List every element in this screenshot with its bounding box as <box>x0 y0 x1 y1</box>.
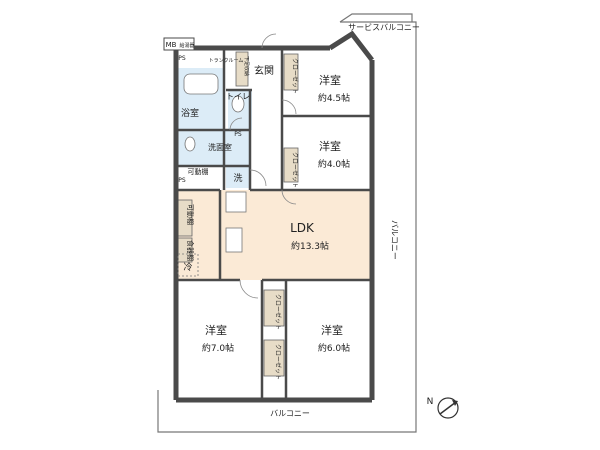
room-name-western-1: 洋室 <box>319 73 341 87</box>
closet-label-3: クローゼット <box>274 294 282 330</box>
fridge-label: 冷 <box>183 261 192 273</box>
trunk-room-label: トランクルーム <box>209 58 244 64</box>
ps-label-2: PS <box>234 131 242 138</box>
inner-walls <box>176 48 372 400</box>
shoe-box-label: 下足収納 <box>243 56 250 76</box>
closet-label-1: クローゼット <box>291 58 299 94</box>
toilet-fixture <box>231 95 245 113</box>
stove <box>225 191 247 213</box>
movable-shelf-label-1: 可動棚 <box>188 167 209 176</box>
room-size-western-4: 約6.0帖 <box>318 342 350 354</box>
closet-1 <box>283 53 299 91</box>
balcony-label: バルコニー <box>270 409 310 418</box>
room-size-western-3: 約7.0帖 <box>202 342 234 354</box>
room-size-ldk: 約13.3帖 <box>291 240 329 252</box>
closet-4 <box>263 339 285 377</box>
door-swings <box>229 33 297 299</box>
bathroom-label: 浴室 <box>181 107 199 119</box>
movable-shelf-label-2: 可動棚 <box>186 204 195 225</box>
mb-label: MB <box>166 41 177 49</box>
room-name-ldk: LDK <box>290 221 315 235</box>
closet-2 <box>283 147 299 183</box>
ps-label-1: PS <box>178 55 186 62</box>
balcony-side-label: バルコニー <box>390 220 399 260</box>
meter-label: 給湯器 <box>179 42 194 49</box>
compass-north-label: N <box>427 397 434 407</box>
sink <box>184 136 196 152</box>
service-balcony-label: サービスバルコニー <box>348 23 420 32</box>
entrance-label: 玄関 <box>254 64 274 77</box>
ps-label-3: PS <box>178 177 186 184</box>
room-size-western-1: 約4.5帖 <box>318 92 350 104</box>
balcony-outline <box>157 21 417 433</box>
washer-label: 洗 <box>233 172 242 184</box>
room-name-western-4: 洋室 <box>321 323 343 337</box>
toilet-label: トイレ <box>226 92 250 101</box>
fridge-space <box>177 253 199 277</box>
bathtub <box>183 73 219 95</box>
outer-walls <box>173 30 375 403</box>
compass-icon <box>437 397 459 419</box>
closet-3 <box>263 289 285 327</box>
shoe-box <box>235 51 249 87</box>
room-name-western-3: 洋室 <box>205 323 227 337</box>
washroom-label: 洗面室 <box>208 142 232 152</box>
room-name-western-2: 洋室 <box>319 139 341 153</box>
kitchen-sink <box>225 227 243 253</box>
washer-floor <box>226 166 250 188</box>
closet-label-2: クローゼット <box>291 152 299 188</box>
cupboard-label: 食器棚 <box>186 240 195 261</box>
closet-label-4: クローゼット <box>274 344 282 380</box>
service-balcony-outline <box>339 13 413 23</box>
room-size-western-2: 約4.0帖 <box>318 158 350 170</box>
mb-box <box>163 37 195 51</box>
